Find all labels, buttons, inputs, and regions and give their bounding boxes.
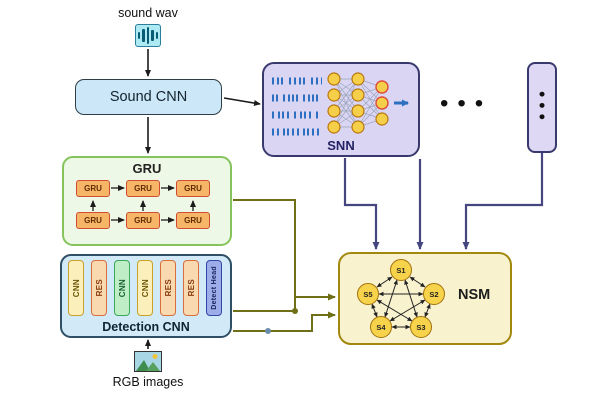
photo-icon-graphic <box>134 351 162 372</box>
gru-cell: GRU <box>126 180 160 197</box>
layer-label: RES <box>163 279 173 297</box>
junction-dots <box>265 308 298 334</box>
nsm-node-s2: S2 <box>423 283 445 305</box>
wave-bar <box>146 27 150 44</box>
gru-title: GRU <box>132 161 162 176</box>
layer-label: CNN <box>71 278 81 298</box>
gru-cell: GRU <box>176 212 210 229</box>
snn-box: SNN <box>262 62 420 157</box>
snn-label: SNN <box>327 138 355 153</box>
layer-label: CNN <box>140 278 150 298</box>
layer-label: RES <box>186 279 196 297</box>
wave-bar <box>151 30 154 41</box>
continuation-panel: ••• <box>527 62 557 153</box>
ellipsis-horizontal: ••• <box>440 90 493 117</box>
detection-layer-bar: RES <box>91 260 107 316</box>
detection-layer-bar: RES <box>183 260 199 316</box>
purple-wires <box>343 153 544 250</box>
sound-cnn-box: Sound CNN <box>75 79 222 115</box>
nsm-label: NSM <box>458 287 491 303</box>
gru-box: GRU <box>62 156 232 246</box>
detection-layer-bar: CNN <box>137 260 153 316</box>
rgb-images-label: RGB images <box>112 375 184 389</box>
wave-bar <box>155 32 159 39</box>
sound-cnn-label: Sound CNN <box>109 89 188 105</box>
detection-cnn-title: Detection CNN <box>102 320 190 334</box>
wave-bar <box>142 29 145 42</box>
gru-cell: GRU <box>76 212 110 229</box>
detection-layer-bar: CNN <box>114 260 130 316</box>
gru-cell: GRU <box>176 180 210 197</box>
detection-layer-bar: CNN <box>68 260 84 316</box>
nsm-node-s3: S3 <box>410 316 432 338</box>
rgb-image-icon <box>134 351 162 372</box>
wave-bar <box>137 32 141 39</box>
sound-wav-label: sound wav <box>118 6 178 20</box>
ellipsis-vertical: ••• <box>532 90 552 125</box>
detection-layer-bar: RES <box>160 260 176 316</box>
olive-wires <box>233 199 336 332</box>
layer-label: CNN <box>117 278 127 298</box>
layer-label: RES <box>94 279 104 297</box>
detect-head-bar: Detect Head <box>206 260 222 316</box>
layer-label: Detect Head <box>210 266 218 310</box>
nsm-node-s4: S4 <box>370 316 392 338</box>
nsm-node-s1: S1 <box>390 259 412 281</box>
sound-wave-icon <box>135 24 161 47</box>
gru-cell: GRU <box>126 212 160 229</box>
gru-cell: GRU <box>76 180 110 197</box>
nsm-node-s5: S5 <box>357 283 379 305</box>
